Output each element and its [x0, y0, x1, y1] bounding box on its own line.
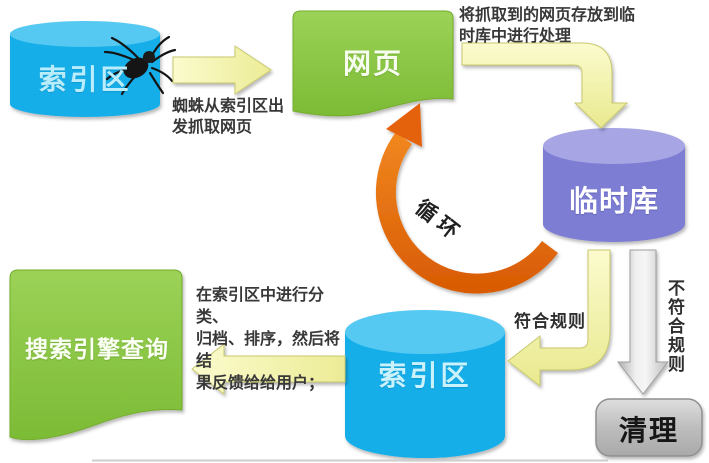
- node-label-index-top: 索引区: [38, 64, 132, 95]
- loop-arrow: [375, 103, 559, 294]
- node-label-cleanup: 清理: [618, 415, 679, 446]
- arrow-feedback-left: [191, 342, 346, 396]
- node-label-index-bottom: 索引区: [378, 360, 472, 391]
- node-search-query-shape: [9, 269, 183, 441]
- note-sort-feedback: 在索引区中进行分类、 归档、排序，然后将结 果反馈给给用户；: [196, 287, 341, 392]
- node-label-temp-db: 临时库: [568, 186, 659, 218]
- label-no-match: 不符合规则: [665, 279, 684, 374]
- cylinder-temp-db: [543, 128, 685, 242]
- arrow-crawl-right: [172, 45, 272, 95]
- arrow-store-to-tempdb: [461, 42, 629, 129]
- label-match: 符合规则: [514, 312, 586, 331]
- note-store-to-tempdb: 将抓取到的网页存放到临 时库中进行处理: [459, 7, 636, 45]
- note-spider-crawl: 蜘蛛从索引区出 发抓取网页: [172, 98, 285, 136]
- arrow-match-to-index: [507, 249, 611, 388]
- cylinder-index-bottom: [345, 310, 505, 458]
- node-cleanup-box: [595, 398, 703, 457]
- node-label-webpage: 网页: [342, 48, 403, 79]
- spider-icon: [103, 35, 177, 96]
- node-webpage-shape: [292, 10, 454, 117]
- node-label-search-query: 搜索引擎查询: [25, 336, 169, 362]
- bottom-divider: [92, 459, 608, 462]
- arrow-no-match-down: [616, 249, 670, 395]
